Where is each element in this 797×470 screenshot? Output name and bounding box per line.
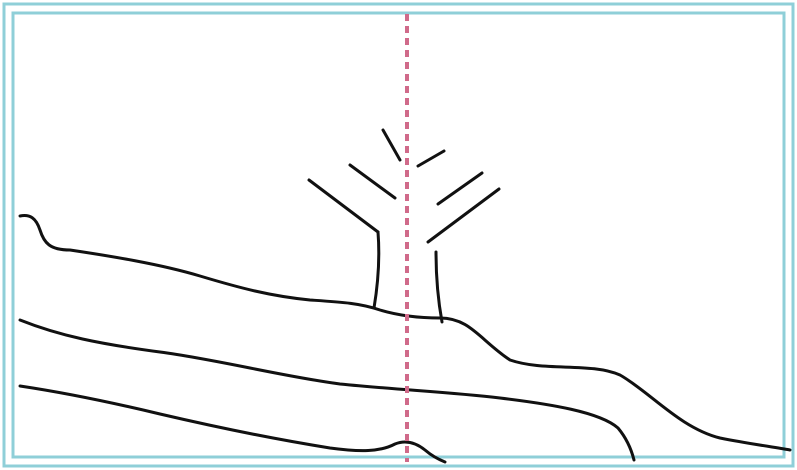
branch-left-inner [350, 165, 395, 198]
trunk-right-line [436, 252, 442, 322]
lower-bank-line [20, 386, 445, 462]
branch-right-upper [438, 173, 482, 204]
branch-top-left [383, 130, 400, 160]
outer-frame-border [4, 4, 793, 466]
branch-top-right [418, 151, 444, 166]
branch-right-lower [428, 189, 499, 242]
trunk-left-line [374, 232, 379, 308]
branch-left-outer [309, 180, 378, 232]
middle-bank-line [20, 320, 634, 460]
